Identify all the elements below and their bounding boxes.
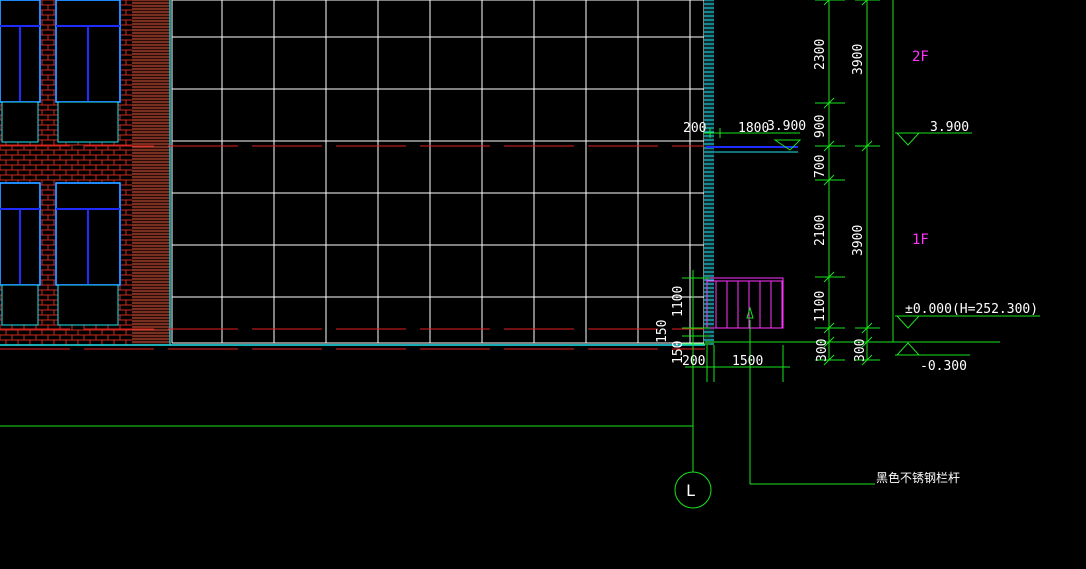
- canopy-dim-left: 200: [683, 121, 706, 136]
- axis-label: L: [686, 481, 696, 500]
- facade-windows: [0, 0, 121, 326]
- elevation-ground: ±0.000(H=252.300): [905, 302, 1038, 317]
- dim-inner-1: 2300: [813, 39, 828, 70]
- railing-upper-small: 150: [655, 320, 670, 343]
- dimension-texts: 2300 900 700 2100 1100 300 3900 3900 300…: [655, 39, 1038, 374]
- dim-outer-1: 3900: [851, 44, 866, 75]
- curtain-wall-edge: [704, 0, 714, 345]
- floor-label-2f: 2F: [912, 49, 929, 65]
- brick-facade: [0, 0, 172, 345]
- railing-arrow: [746, 306, 754, 319]
- canopy-dim-right: 1800: [738, 121, 769, 136]
- dim-inner-2: 900: [813, 115, 828, 138]
- facade-strip: [132, 0, 170, 345]
- floor-labels: 2F 1F: [912, 49, 929, 248]
- railing-height-dim: 1100: [671, 286, 686, 317]
- dim-inner-5: 1100: [813, 291, 828, 322]
- railing-width-main: 1500: [732, 354, 763, 369]
- elevation-top: 3.900: [930, 120, 969, 135]
- canopy-elevation: 3.900: [767, 119, 806, 134]
- floor-dashed-lines: [0, 145, 705, 350]
- railing-width-left: 200: [682, 354, 705, 369]
- floor-label-1f: 1F: [912, 232, 929, 248]
- dim-inner-6: 300: [815, 339, 830, 362]
- curtain-wall-grid: [171, 0, 705, 344]
- canopy: [706, 146, 798, 153]
- railing: [706, 277, 784, 329]
- elevation-below: -0.300: [920, 359, 967, 374]
- dim-inner-4: 2100: [813, 215, 828, 246]
- railing-note: 黑色不锈钢栏杆: [876, 470, 960, 485]
- dim-inner-3: 700: [813, 155, 828, 178]
- railing-lower-small: 150: [671, 341, 686, 364]
- dimension-lines: [0, 0, 1040, 509]
- dim-outer-2: 3900: [851, 225, 866, 256]
- dim-outer-3: 300: [853, 339, 868, 362]
